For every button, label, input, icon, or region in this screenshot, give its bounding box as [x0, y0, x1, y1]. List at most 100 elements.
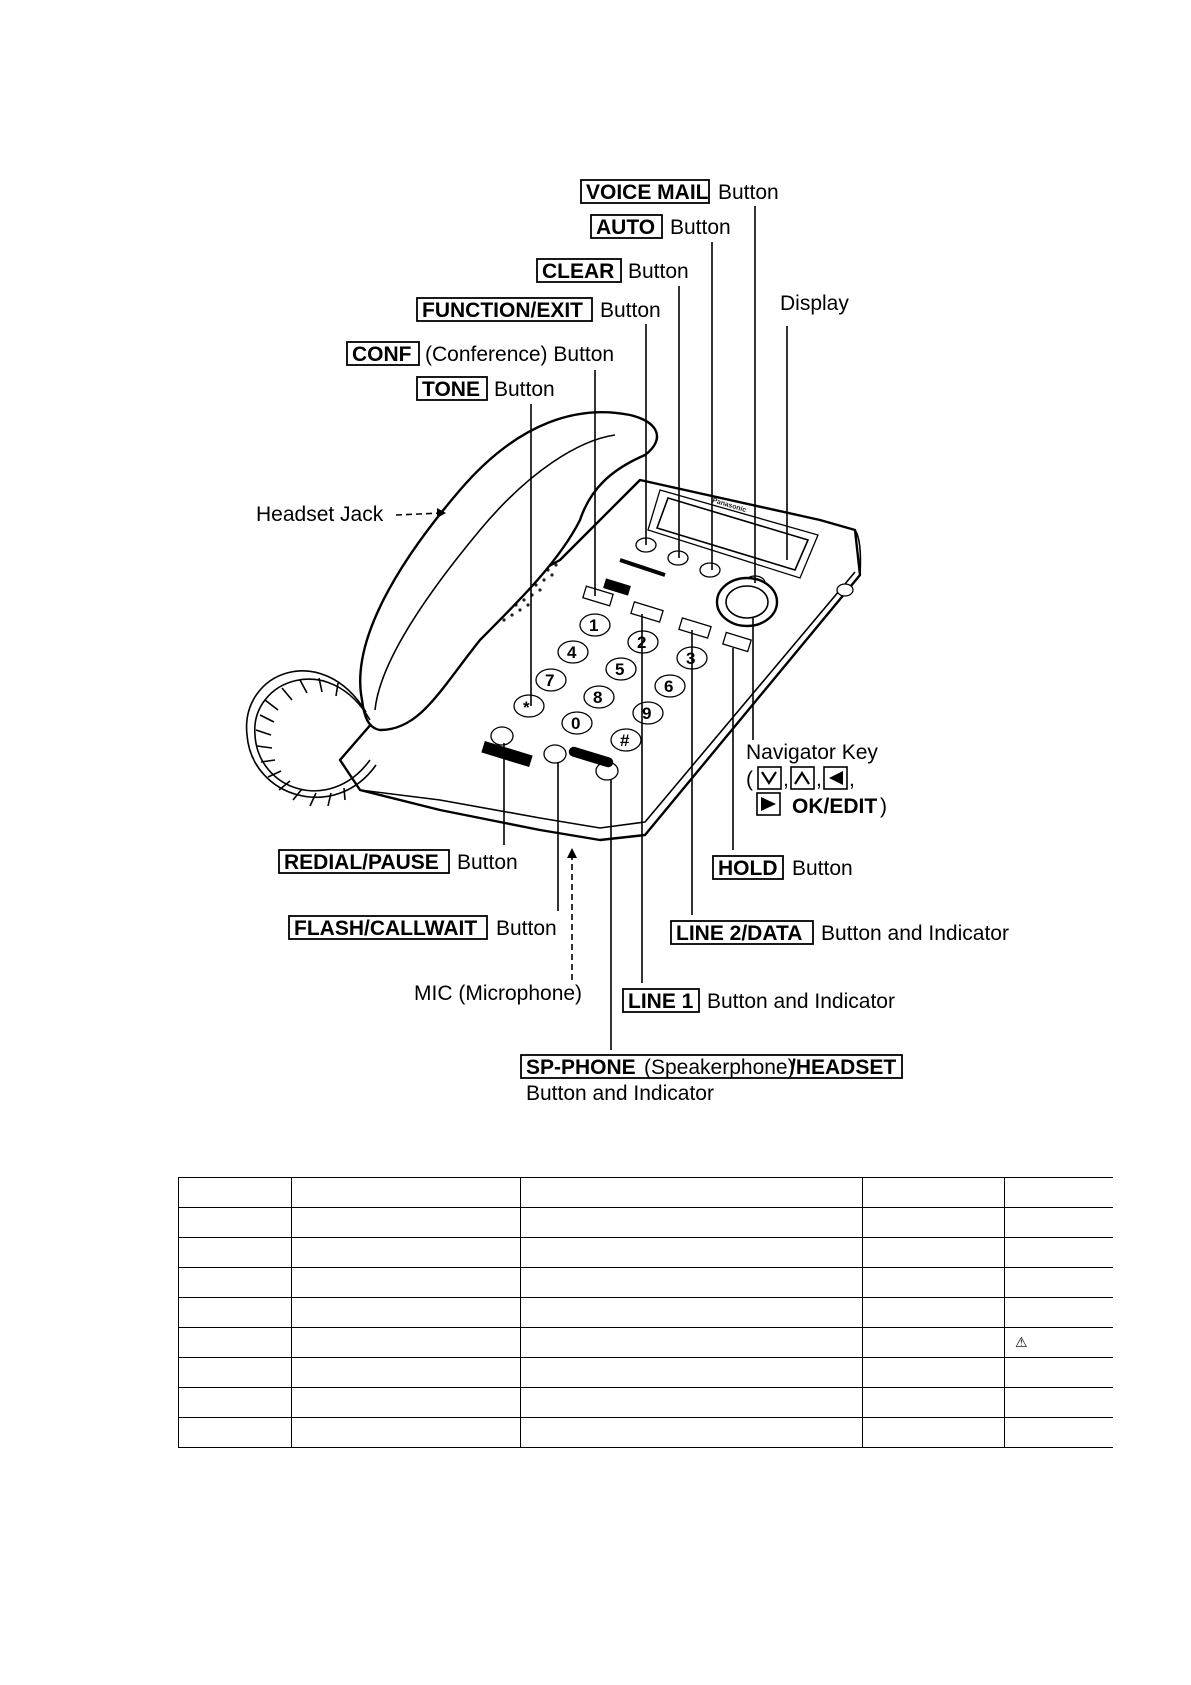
left-arrow-icon [823, 766, 848, 790]
table-row [178, 1387, 1113, 1418]
table-row [178, 1417, 1113, 1448]
table-row [178, 1177, 1113, 1208]
line1-button[interactable] [630, 601, 664, 623]
spec-table: ⚠ [178, 1177, 1113, 1448]
label-voice-mail: VOICE MAIL Button [580, 179, 779, 583]
key-5-label: 5 [615, 660, 624, 679]
svg-text:LINE 1: LINE 1 [628, 990, 694, 1013]
label-clear: CLEAR Button [536, 258, 689, 558]
handset [359, 411, 659, 732]
label-display: Display [780, 292, 849, 560]
svg-text:FLASH/CALLWAIT: FLASH/CALLWAIT [294, 917, 477, 940]
key-5[interactable]: 5 [605, 657, 637, 681]
svg-text:,: , [816, 768, 822, 791]
data-port-badge [481, 740, 533, 768]
svg-text:/HEADSET: /HEADSET [790, 1056, 896, 1079]
right-arrow-icon [756, 792, 781, 816]
svg-text:,: , [783, 768, 789, 791]
key-3-label: 3 [686, 649, 695, 668]
svg-text:CONF: CONF [352, 343, 412, 366]
redial-pause-button[interactable] [490, 726, 514, 746]
down-arrow-icon [757, 766, 782, 790]
key-hash-label: # [620, 731, 630, 750]
up-arrow-icon [790, 766, 815, 790]
label-tone: TONE Button [416, 376, 555, 706]
label-flash-callwait: FLASH/CALLWAIT Button [288, 762, 559, 940]
svg-text:(: ( [746, 768, 753, 791]
label-mic: MIC (Microphone) [414, 848, 582, 1005]
side-jack-icon [836, 583, 854, 597]
conf-button[interactable] [582, 585, 614, 607]
svg-text:TONE: TONE [422, 378, 480, 401]
svg-text:LINE 2/DATA: LINE 2/DATA [676, 922, 802, 945]
svg-text:(Speakerphone): (Speakerphone) [644, 1056, 795, 1079]
line2-data-button[interactable] [678, 617, 712, 639]
svg-text:CLEAR: CLEAR [542, 260, 614, 283]
key-0[interactable]: 0 [561, 711, 593, 735]
key-star[interactable]: * [513, 694, 545, 718]
svg-text:Button: Button [457, 851, 518, 874]
key-1[interactable]: 1 [579, 613, 611, 637]
key-9[interactable]: 9 [632, 701, 664, 725]
key-8[interactable]: 8 [583, 685, 615, 709]
table-row [178, 1297, 1113, 1328]
label-hold: HOLD Button [712, 648, 853, 880]
auto-button[interactable] [699, 562, 721, 578]
key-6[interactable]: 6 [654, 674, 686, 698]
svg-text:VOICE MAIL: VOICE MAIL [586, 181, 709, 204]
label-line2-data: LINE 2/DATA Button and Indicator [670, 630, 1009, 945]
clear-button[interactable] [667, 550, 689, 566]
key-6-label: 6 [664, 677, 673, 696]
svg-text:MIC (Microphone): MIC (Microphone) [414, 982, 582, 1005]
svg-text:REDIAL/PAUSE: REDIAL/PAUSE [284, 851, 439, 874]
svg-text:(Conference) Button: (Conference) Button [425, 343, 614, 366]
svg-text:Display: Display [780, 292, 849, 315]
key-7-label: 7 [545, 671, 554, 690]
svg-text:Button and Indicator: Button and Indicator [821, 922, 1009, 945]
key-hash[interactable]: # [610, 728, 642, 752]
phone-illustration: Panasonic 1 2 3 4 5 6 7 8 9 * 0 # [245, 411, 862, 842]
key-9-label: 9 [642, 704, 651, 723]
svg-text:Button: Button [496, 917, 557, 940]
svg-text:Button: Button [670, 216, 731, 239]
label-line1: LINE 1 Button and Indicator [622, 614, 895, 1013]
flash-callwait-button[interactable] [543, 744, 567, 764]
key-7[interactable]: 7 [535, 668, 567, 692]
key-1-label: 1 [589, 616, 598, 635]
svg-text:,: , [849, 768, 855, 791]
label-function-exit: FUNCTION/EXIT Button [416, 297, 661, 545]
svg-text:Button: Button [628, 260, 689, 283]
table-row: ⚠ [178, 1327, 1113, 1358]
table-row [178, 1207, 1113, 1238]
key-4-label: 4 [567, 643, 577, 662]
svg-text:AUTO: AUTO [596, 216, 655, 239]
svg-text:SP-PHONE: SP-PHONE [526, 1056, 636, 1079]
label-sp-phone-headset: SP-PHONE (Speakerphone) /HEADSET Button … [520, 780, 903, 1105]
keypad: 1 2 3 4 5 6 7 8 9 * 0 # [513, 613, 708, 752]
svg-text:Button and Indicator: Button and Indicator [526, 1082, 714, 1105]
hold-button[interactable] [722, 631, 752, 653]
key-0-label: 0 [571, 714, 580, 733]
key-star-label: * [523, 698, 530, 717]
svg-text:Button: Button [792, 857, 853, 880]
key-8-label: 8 [593, 688, 602, 707]
svg-text:Button: Button [718, 181, 779, 204]
label-headset-jack: Headset Jack [256, 503, 446, 526]
key-2[interactable]: 2 [627, 630, 659, 654]
table-row [178, 1267, 1113, 1298]
svg-text:Navigator Key: Navigator Key [746, 741, 878, 764]
svg-text:Button: Button [600, 299, 661, 322]
warning-icon: ⚠ [1004, 1327, 1113, 1358]
table-row [178, 1237, 1113, 1268]
key-4[interactable]: 4 [557, 640, 589, 664]
coiled-cord [245, 670, 377, 807]
label-conf: CONF (Conference) Button [346, 341, 614, 596]
svg-text:): ) [880, 795, 887, 818]
sp-phone-badge [568, 746, 614, 768]
svg-text:Button: Button [494, 378, 555, 401]
label-redial-pause: REDIAL/PAUSE Button [278, 743, 518, 874]
table-row [178, 1357, 1113, 1388]
svg-text:Button and Indicator: Button and Indicator [707, 990, 895, 1013]
svg-text:FUNCTION/EXIT: FUNCTION/EXIT [422, 299, 583, 322]
